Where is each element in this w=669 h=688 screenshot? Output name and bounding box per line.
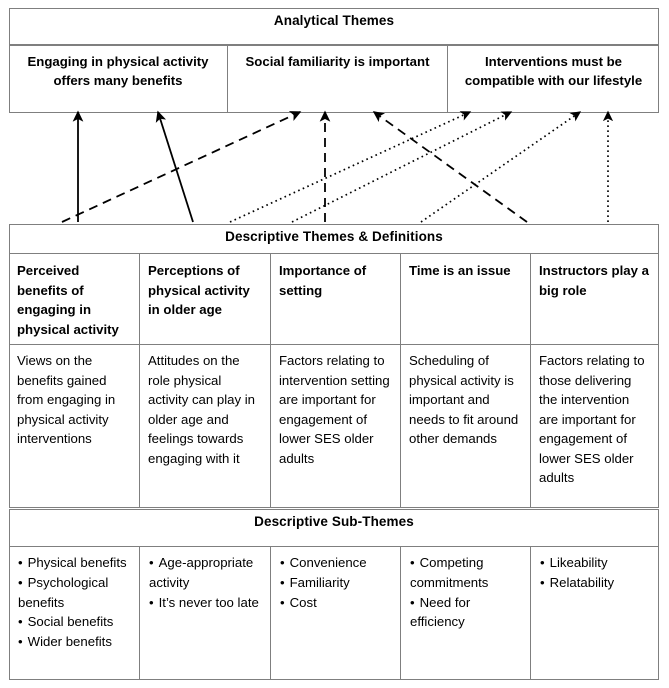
descriptive-column-2: Importance of setting Factors relating t… [270,254,400,508]
descriptive-column-1: Perceptions of physical activity in olde… [139,254,270,508]
analytical-theme-cell-0: Engaging in physical activity offers man… [27,54,209,89]
sub-theme-item: Need for efficiency [410,593,522,633]
sub-theme-item: Social benefits [18,612,131,632]
connector-arrow-dotted [420,111,582,223]
descriptive-definition-2: Factors relating to intervention setting… [271,344,400,508]
sub-theme-item: Convenience [280,553,392,573]
sub-theme-item: Age-appropriate activity [149,553,262,593]
descriptive-column-3: Time is an issue Scheduling of physical … [400,254,530,508]
sub-theme-item: Relatability [540,573,651,593]
descriptive-definition-1: Attitudes on the role physical activity … [140,344,270,508]
sub-theme-item: Wider benefits [18,632,131,652]
connector-arrow-dashed [61,111,302,223]
sub-theme-column-2: ConvenienceFamiliarityCost [270,547,400,680]
sub-theme-item: Cost [280,593,392,613]
descriptive-title-0: Perceived benefits of engaging in physic… [17,263,119,337]
connector-arrow-zone [0,110,669,226]
descriptive-definition-4: Factors relating to those delivering the… [531,344,659,508]
descriptive-title-4: Instructors play a big role [539,263,649,298]
analytical-theme-cell-1: Social familiarity is important [227,45,447,113]
descriptive-title-3: Time is an issue [409,263,511,278]
sub-theme-item: Likeability [540,553,651,573]
connector-arrow-solid [155,110,194,223]
sub-themes-grid: Physical benefitsPsychological benefitsS… [9,547,659,680]
sub-theme-column-0: Physical benefitsPsychological benefitsS… [9,547,139,680]
analytical-theme-cell-2: Interventions must be compatible with ou… [447,45,659,113]
sub-themes-header-box [9,509,659,547]
sub-theme-item: Physical benefits [18,553,131,573]
descriptive-themes-grid: Perceived benefits of engaging in physic… [9,254,659,508]
descriptive-column-0: Perceived benefits of engaging in physic… [9,254,139,508]
analytical-themes-header-box [9,8,659,45]
analytical-themes-band-title: Analytical Themes [273,13,395,28]
sub-theme-column-3: Competing commitmentsNeed for efficiency [400,547,530,680]
connector-arrow-dotted [291,111,513,223]
connector-arrow-dashed [372,111,528,223]
descriptive-definition-3: Scheduling of physical activity is impor… [401,344,530,508]
sub-theme-column-1: Age-appropriate activityIt’s never too l… [139,547,270,680]
sub-theme-item: Competing commitments [410,553,522,593]
connectors-svg [61,110,614,223]
sub-theme-item: It’s never too late [149,593,262,613]
descriptive-themes-header-box [9,224,659,254]
connector-arrow-dotted [229,111,472,223]
analytical-themes-row-box [9,45,659,113]
descriptive-title-1: Perceptions of physical activity in olde… [148,263,250,318]
descriptive-themes-band-title: Descriptive Themes & Definitions [225,229,443,244]
sub-theme-item: Psychological benefits [18,573,131,613]
analytical-themes-row: Engaging in physical activity offers man… [9,45,659,113]
descriptive-title-2: Importance of setting [279,263,367,298]
descriptive-column-4: Instructors play a big role Factors rela… [530,254,659,508]
sub-themes-band-title: Descriptive Sub-Themes [254,514,414,529]
sub-theme-item: Familiarity [280,573,392,593]
descriptive-definition-0: Views on the benefits gained from engagi… [9,344,139,508]
sub-theme-column-4: LikeabilityRelatability [530,547,659,680]
